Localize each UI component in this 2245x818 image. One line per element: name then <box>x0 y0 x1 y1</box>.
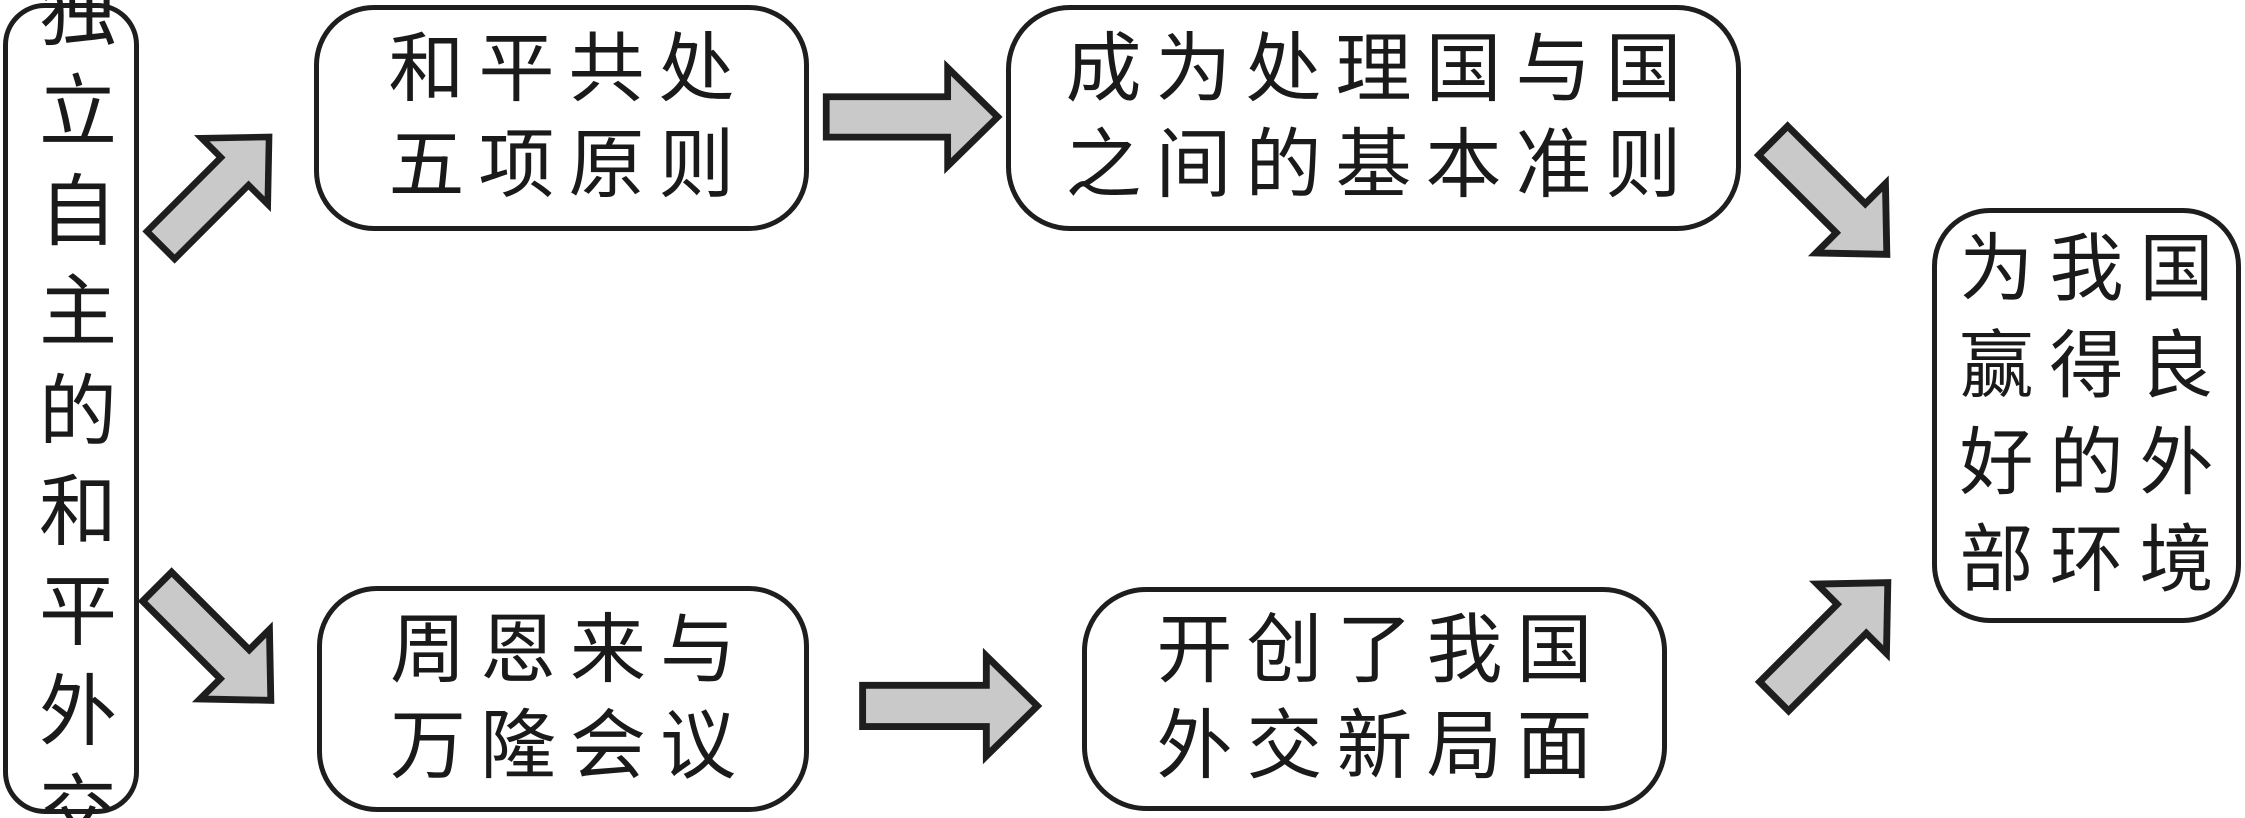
arrow-norm-to-outcome <box>1753 121 1891 258</box>
basic-norm-line-1: 成为处理国与国 <box>1065 28 1696 112</box>
coexistence-line-2: 五项原则 <box>388 124 749 208</box>
coexistence-line-1: 和平共处 <box>388 28 749 112</box>
new-situation-line-2: 外交新局面 <box>1156 705 1607 789</box>
coexistence-principles-box: 和平共处 五项原则 <box>314 5 809 231</box>
arrow-new-situation-to-outcome <box>1754 579 1892 716</box>
arrow-root-to-bandung <box>137 567 275 704</box>
new-situation-line-1: 开创了我国 <box>1156 609 1607 693</box>
root-box: 独立自主的和平外交 <box>3 0 139 818</box>
outcome-line-4: 部环境 <box>1959 519 2230 602</box>
bandung-line-1: 周恩来与 <box>390 609 750 693</box>
arrow-root-to-coexistence <box>142 133 273 264</box>
bandung-line-2: 万隆会议 <box>390 705 750 789</box>
outcome-line-2: 赢得良 <box>1959 325 2230 408</box>
outcome-line-3: 好的外 <box>1959 422 2230 505</box>
arrow-norm-to-outcome-shape <box>1753 121 1891 258</box>
arrow-bandung-to-new-situation <box>859 647 1043 765</box>
arrow-bandung-to-new-situation-shape <box>859 647 1043 765</box>
outcome-line-1: 为我国 <box>1959 228 2230 311</box>
arrow-new-situation-to-outcome-shape <box>1754 579 1892 716</box>
zhou-enlai-bandung-box: 周恩来与 万隆会议 <box>317 586 809 812</box>
arrow-root-to-coexistence-shape <box>142 133 273 264</box>
basic-norm-box: 成为处理国与国 之间的基本准则 <box>1006 5 1741 231</box>
basic-norm-line-2: 之间的基本准则 <box>1065 124 1696 208</box>
outcome-box: 为我国 赢得良 好的外 部环境 <box>1932 208 2241 623</box>
arrow-coexistence-to-norm <box>822 59 1003 175</box>
root-box-label: 独立自主的和平外交 <box>28 0 115 818</box>
new-situation-box: 开创了我国 外交新局面 <box>1082 587 1667 811</box>
arrow-root-to-bandung-shape <box>137 567 275 704</box>
arrow-coexistence-to-norm-shape <box>822 59 1003 175</box>
